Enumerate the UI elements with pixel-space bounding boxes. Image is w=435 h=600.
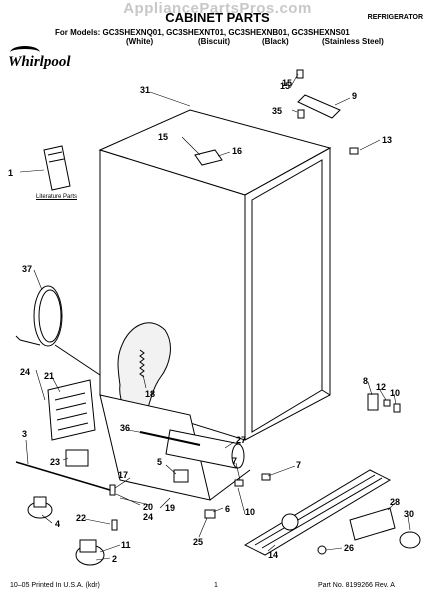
callout-number: 9 [352, 91, 357, 101]
callout-number: 27 [236, 435, 246, 445]
callout-number: 19 [165, 503, 175, 513]
literature-parts-label: Literature Parts [36, 194, 78, 200]
callout-number: 3 [22, 429, 27, 439]
spring [139, 349, 145, 378]
watermark: AppliancePartsPros.com [123, 0, 312, 17]
callout-number: 10 [390, 388, 400, 398]
callout-number: 20 [143, 502, 153, 512]
leader-lines [19, 73, 411, 561]
callout-number: 11 [121, 540, 131, 550]
callout-number: 28 [390, 497, 400, 507]
callout-number: 4 [55, 519, 60, 529]
callout-number: 26 [344, 543, 354, 553]
callout-number: 13 [382, 135, 392, 145]
callout-number: 23 [50, 457, 60, 467]
callout-number: 24 [20, 367, 30, 377]
brand-logo: Whirlpool [8, 46, 71, 71]
callout-number: 21 [44, 371, 54, 381]
leveling-rod [15, 461, 111, 491]
callout-number: 24 [143, 512, 153, 522]
callout-number: 25 [193, 537, 203, 547]
page-title: CABINET PARTS [165, 10, 270, 25]
callout-number: 22 [76, 513, 86, 523]
screw-top [296, 69, 304, 79]
callout-number: 7 [296, 460, 301, 470]
color-white: (White) [126, 37, 154, 46]
clip-25 [204, 509, 216, 519]
center-bracket [194, 149, 223, 166]
clip [349, 147, 359, 155]
footer-print-info: 10–05 Printed In U.S.A. (kdr) [10, 582, 100, 589]
callout-number: 8 [363, 376, 368, 386]
callout-number: 10 [245, 507, 255, 517]
footer-page-number: 1 [214, 582, 218, 589]
color-biscuit: (Biscuit) [198, 37, 230, 46]
cabinet-shell [98, 109, 332, 441]
small-plate [173, 469, 189, 483]
callout-number: 31 [140, 85, 150, 95]
callout-number: 18 [145, 389, 155, 399]
screw-35 [297, 109, 305, 119]
wheel [399, 531, 421, 549]
screw-7a [234, 479, 244, 487]
callout-number: 6 [225, 504, 230, 514]
callout-number: 15 [158, 132, 168, 142]
callout-number: 35 [272, 106, 282, 116]
color-black: (Black) [262, 37, 289, 46]
callout-number: 14 [268, 550, 278, 560]
color-stainless: (Stainless Steel) [322, 37, 384, 46]
callout-number: 2 [112, 554, 117, 564]
compressor-cover [47, 379, 96, 441]
roller-28 [349, 507, 396, 541]
hinge-bracket [65, 449, 89, 467]
callout-number: 36 [120, 423, 130, 433]
literature-booklet [43, 145, 71, 191]
category-label: REFRIGERATOR [367, 14, 423, 21]
side-bracket [367, 393, 401, 413]
screw-20 [109, 484, 116, 496]
callout-number: 1 [8, 168, 13, 178]
base-grille [243, 469, 392, 556]
callout-number: 37 [22, 264, 32, 274]
callout-number: 12 [376, 382, 386, 392]
screw-26 [317, 545, 327, 555]
water-line-coil [15, 285, 101, 376]
callout-number: 7 [232, 456, 237, 466]
callout-number: 16 [232, 146, 242, 156]
top-hinge-bracket [297, 94, 341, 119]
logo-swoosh [10, 46, 40, 59]
leveling-leg-2 [75, 539, 105, 566]
screw-7b [261, 473, 271, 481]
leveling-leg-4 [27, 496, 53, 519]
drain-tube [139, 431, 201, 446]
callout-number: 15 [280, 81, 290, 91]
callout-number: 30 [404, 509, 414, 519]
footer-part-number: Part No. 8199266 Rev. A [318, 582, 395, 589]
screw-22 [111, 519, 118, 531]
callout-number: 17 [118, 470, 128, 480]
models-line: For Models: GC3SHEXNQ01, GC3SHEXNT01, GC… [55, 28, 350, 37]
callout-number: 5 [157, 457, 162, 467]
roller-assembly-left [165, 429, 245, 469]
callout-number: 15 [282, 78, 292, 88]
